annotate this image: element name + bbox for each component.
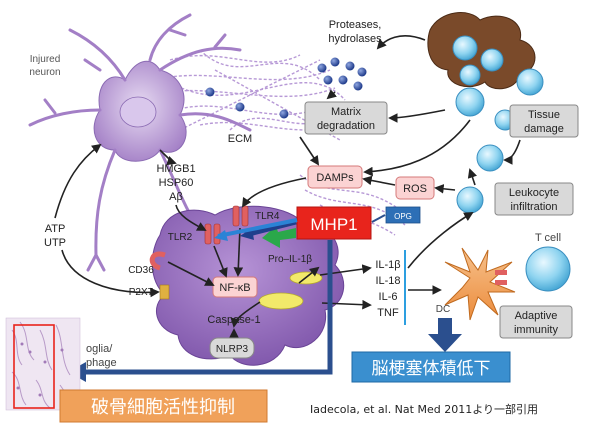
- injured-neuron-label-2: neuron: [29, 67, 60, 78]
- damps-label: DAMPs: [316, 172, 354, 184]
- nlrp3-box: NLRP3: [209, 337, 255, 359]
- infarct-reduction-box: 脳梗塞体積低下: [351, 351, 511, 383]
- cd36-receptor: [149, 251, 166, 271]
- damps-box: DAMPs: [307, 165, 363, 189]
- tissue-damage-illustration: [427, 12, 544, 131]
- mhp1-inhibition-arrows: [214, 218, 298, 241]
- green-activation-arrow: [262, 226, 296, 248]
- nfkb-box: NF-κB: [212, 276, 258, 298]
- adaptive-label-1: Adaptive: [515, 310, 558, 322]
- injured-neuron-label-1: Injured: [30, 54, 61, 65]
- tissue-damage-box: Tissue damage: [509, 104, 579, 138]
- leukocyte-illustration: [456, 144, 504, 214]
- utp-label: UTP: [44, 237, 66, 249]
- ros-box: ROS: [395, 176, 435, 200]
- adaptive-immunity-box: Adaptive immunity: [499, 305, 573, 339]
- atp-label: ATP: [45, 223, 66, 235]
- il6-label: IL-6: [379, 291, 398, 303]
- il18-label: IL-18: [375, 275, 400, 287]
- pro-il1b-label: Pro–IL-1β: [268, 254, 312, 265]
- microglia-label-2: phage: [86, 357, 117, 369]
- protease-molecules: [205, 57, 367, 119]
- t-cell-illustration: [525, 246, 571, 292]
- tlr2-label: TLR2: [168, 232, 193, 243]
- cd36-label: CD36: [128, 265, 154, 276]
- citation-text: Iadecola, et al. Nat Med 2011より一部引用: [310, 402, 538, 416]
- infarct-down-arrow: [428, 318, 462, 352]
- matrix-degradation-box: Matrix degradation: [304, 101, 388, 135]
- infarct-label: 脳梗塞体積低下: [372, 359, 491, 379]
- ecm-label: ECM: [228, 133, 252, 145]
- caspase-shape: [258, 292, 304, 310]
- il1b-label: IL-1β: [375, 259, 400, 271]
- tnf-label: TNF: [377, 307, 399, 319]
- opg-label: OPG: [394, 212, 412, 221]
- p2x7-receptor: [159, 284, 170, 300]
- tcell-label: T cell: [535, 232, 561, 244]
- tissue-label-2: damage: [524, 123, 564, 135]
- pathway-arrows: [54, 35, 521, 338]
- proteases-label-1: Proteases,: [329, 19, 382, 31]
- leukocyte-infiltration-box: Leukocyte infiltration: [494, 182, 574, 216]
- adaptive-label-2: immunity: [514, 324, 559, 336]
- mhp1-label: MHP1: [310, 215, 357, 234]
- osteoclast-suppression-box: 破骨細胞活性抑制: [59, 389, 268, 423]
- nlrp3-label: NLRP3: [216, 344, 249, 355]
- leuko-label-2: infiltration: [510, 201, 557, 213]
- tlr4-label: TLR4: [255, 211, 280, 222]
- matrix-label-2: degradation: [317, 120, 375, 132]
- dendritic-cell-illustration: [444, 247, 516, 321]
- abeta-label: Aβ: [169, 191, 183, 203]
- injured-neuron-illustration: [28, 13, 252, 272]
- dc-label: DC: [436, 304, 450, 315]
- ros-label: ROS: [403, 183, 427, 195]
- hsp60-label: HSP60: [159, 177, 194, 189]
- opg-connector: [371, 214, 386, 223]
- leuko-label-1: Leukocyte: [509, 187, 559, 199]
- matrix-label-1: Matrix: [331, 106, 361, 118]
- mhp1-box[interactable]: MHP1: [296, 206, 372, 240]
- hmgb1-label: HMGB1: [156, 163, 195, 175]
- opg-box: OPG: [385, 206, 421, 224]
- tissue-label-1: Tissue: [528, 109, 560, 121]
- microglia-label-1: oglia/: [86, 343, 113, 355]
- proteases-label-2: hydrolases: [328, 33, 382, 45]
- osteoclast-label: 破骨細胞活性抑制: [91, 397, 235, 418]
- nfkb-label: NF-κB: [219, 282, 250, 294]
